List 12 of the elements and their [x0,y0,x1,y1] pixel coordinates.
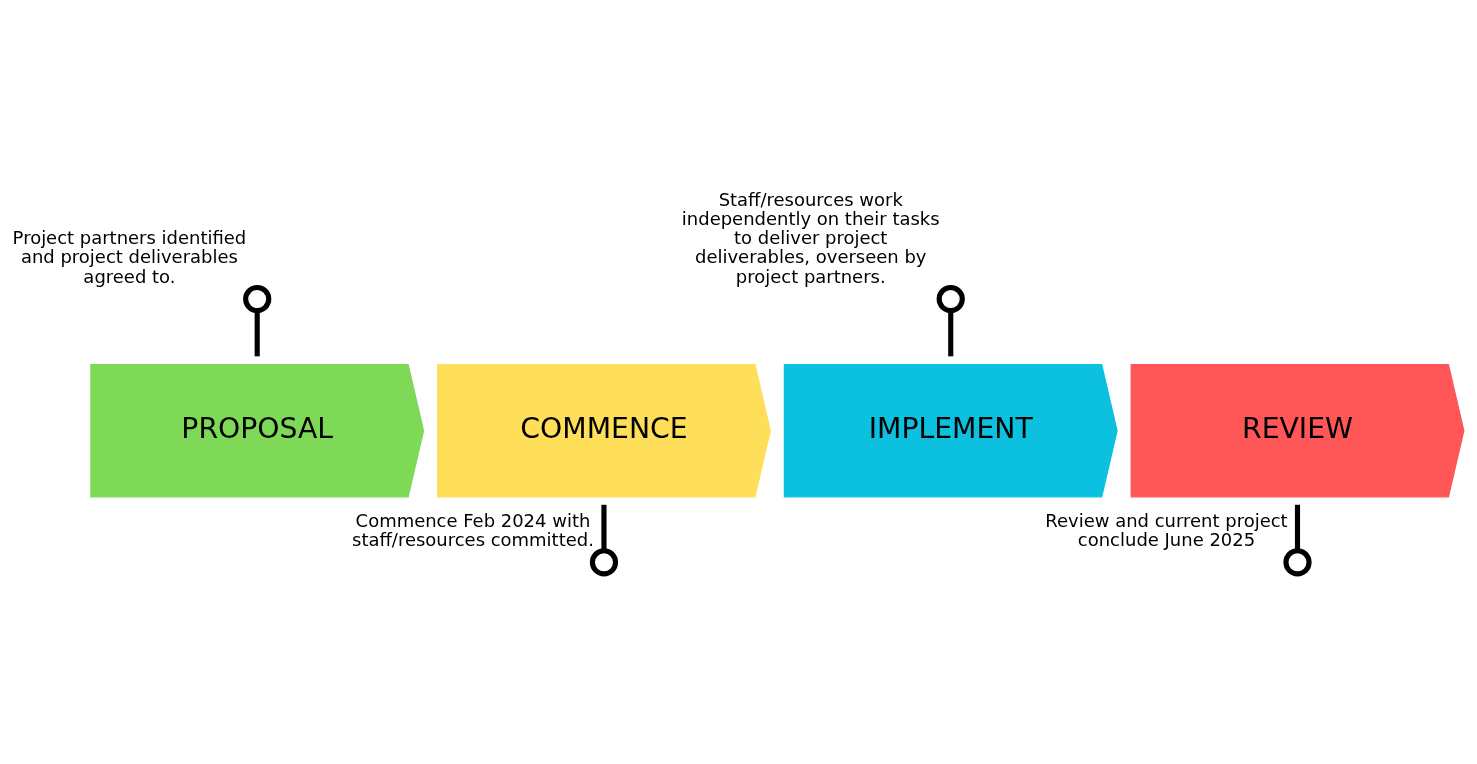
node-circle [243,284,272,313]
node-circle [589,547,619,576]
node-label: Staff/resources work independently on their tasks to deliver project deliverables, overseen by project partners. [681,188,940,287]
node-label: Project partners identified and project deliverables agreed to. [12,226,247,287]
connector [601,504,607,551]
node-circle [936,284,965,313]
connector [948,310,954,356]
node-label: Review and current project conclude June 2025 [1045,509,1288,550]
connector [254,310,260,356]
node-circle [1283,547,1312,576]
connector [1294,504,1301,551]
node-label: Commence Feb 2024 with staff/resources committed. [352,509,594,550]
